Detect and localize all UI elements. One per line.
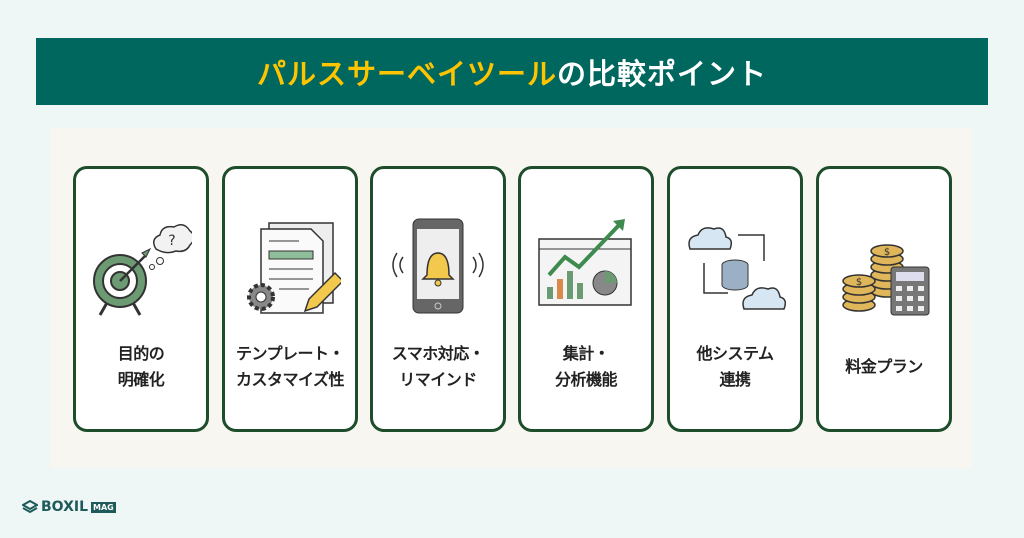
svg-text:$: $ — [884, 247, 890, 258]
svg-text:?: ? — [168, 233, 175, 249]
document-gear-pencil-icon — [247, 222, 341, 314]
card-label: 他システム 連携 — [696, 344, 774, 389]
card-pricing: $$ 料金プラン — [816, 166, 952, 432]
card-label: テンプレート・ カスタマイズ性 — [235, 344, 345, 389]
card-integration: 他システム 連携 — [667, 166, 803, 432]
card-label: 集計・ 分析機能 — [554, 344, 618, 389]
card-label: 目的の 明確化 — [117, 344, 165, 389]
card-mobile: スマホ対応・ リマインド — [370, 166, 506, 432]
cloud-database-sync-icon — [688, 227, 786, 310]
target-icon: ? — [93, 224, 192, 316]
svg-text:$: $ — [856, 277, 862, 288]
card-analytics: 集計・ 分析機能 — [518, 166, 654, 432]
coins-calculator-icon: $$ — [842, 244, 930, 316]
card-purpose: ? 目的の 明確化 — [73, 166, 209, 432]
page-title: パルスサーベイツールの比較ポイント — [36, 38, 988, 105]
chart-analytics-icon — [538, 219, 632, 306]
card-label: 料金プラン — [845, 357, 923, 376]
boxil-logo-icon — [22, 500, 38, 514]
smartphone-bell-icon — [392, 218, 484, 314]
card-label: スマホ対応・ リマインド — [391, 344, 485, 389]
card-template: テンプレート・ カスタマイズ性 — [222, 166, 358, 432]
